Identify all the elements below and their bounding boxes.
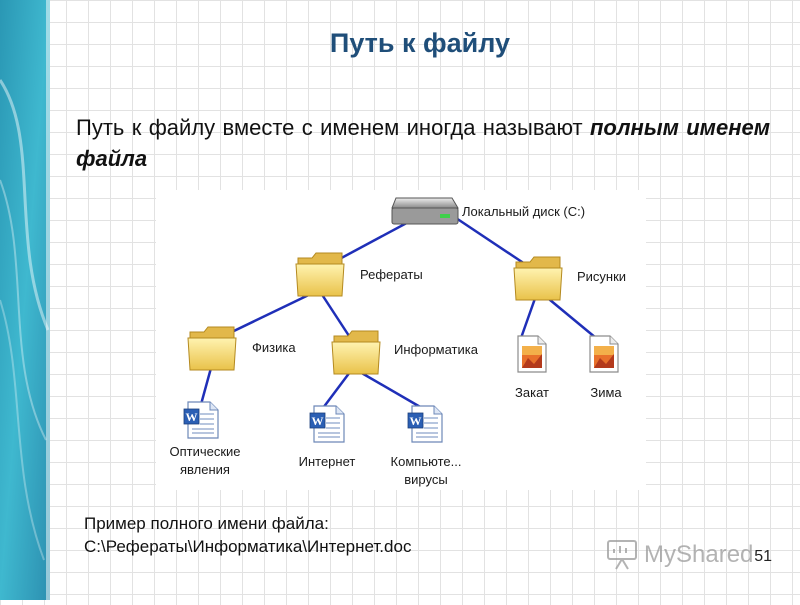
node-label-risunki: Рисунки [577, 269, 626, 284]
node-folder-fizika[interactable]: Физика [187, 326, 296, 371]
word-document-icon [183, 401, 219, 439]
node-label-zima: Зима [590, 385, 622, 400]
node-label-referaty: Рефераты [360, 267, 423, 282]
example-label: Пример полного имени файла: [84, 514, 329, 533]
image-file-icon [589, 335, 619, 373]
tree-connectors [198, 216, 597, 410]
node-label-virusy-line2: вирусы [404, 472, 447, 487]
folder-icon [187, 326, 237, 371]
node-folder-risunki[interactable]: Рисунки [513, 256, 626, 301]
node-folder-referaty[interactable]: Рефераты [295, 252, 423, 297]
node-label-opticheskie-line1: Оптические [169, 444, 240, 459]
intro-paragraph: Путь к файлу вместе с именем иногда назы… [76, 112, 770, 174]
node-label-informatika: Информатика [394, 342, 479, 357]
hard-drive-icon [391, 197, 459, 225]
example-path: C:\Рефераты\Информатика\Интернет.doc [84, 537, 412, 556]
watermark-logo: MyShared [604, 535, 794, 575]
node-local-disk[interactable]: Локальный диск (C:) [391, 197, 585, 225]
word-document-icon [407, 405, 443, 443]
node-file-kompyuternye-virusy[interactable]: Компьюте... вирусы [391, 405, 462, 487]
node-label-internet: Интернет [299, 454, 356, 469]
intro-emphasis: полным именем файла [76, 115, 770, 171]
folder-icon [295, 252, 345, 297]
node-file-zima[interactable]: Зима [589, 335, 622, 400]
page-number: 51 [754, 548, 772, 565]
watermark-text: MyShared [644, 541, 753, 568]
node-label-zakat: Закат [515, 385, 549, 400]
word-document-icon [309, 405, 345, 443]
node-label-virusy-line1: Компьюте... [391, 454, 462, 469]
node-file-zakat[interactable]: Закат [515, 335, 549, 400]
slide-title: Путь к файлу [329, 28, 511, 58]
node-folder-informatika[interactable]: Информатика [331, 330, 479, 375]
decorative-sidebar [0, 0, 50, 600]
image-file-icon [517, 335, 547, 373]
file-tree-diagram: W [156, 190, 646, 490]
folder-icon [513, 256, 563, 301]
node-label-opticheskie-line2: явления [180, 462, 230, 477]
intro-text: Путь к файлу вместе с именем иногда назы… [76, 115, 590, 140]
node-file-opticheskie[interactable]: Оптические явления [169, 401, 241, 477]
node-file-internet[interactable]: Интернет [299, 405, 356, 469]
folder-icon [331, 330, 381, 375]
node-label-fizika: Физика [252, 340, 296, 355]
presentation-board-icon [607, 540, 637, 570]
node-label-local-disk: Локальный диск (C:) [462, 204, 585, 219]
example-block: Пример полного имени файла: C:\Рефераты\… [84, 512, 411, 558]
